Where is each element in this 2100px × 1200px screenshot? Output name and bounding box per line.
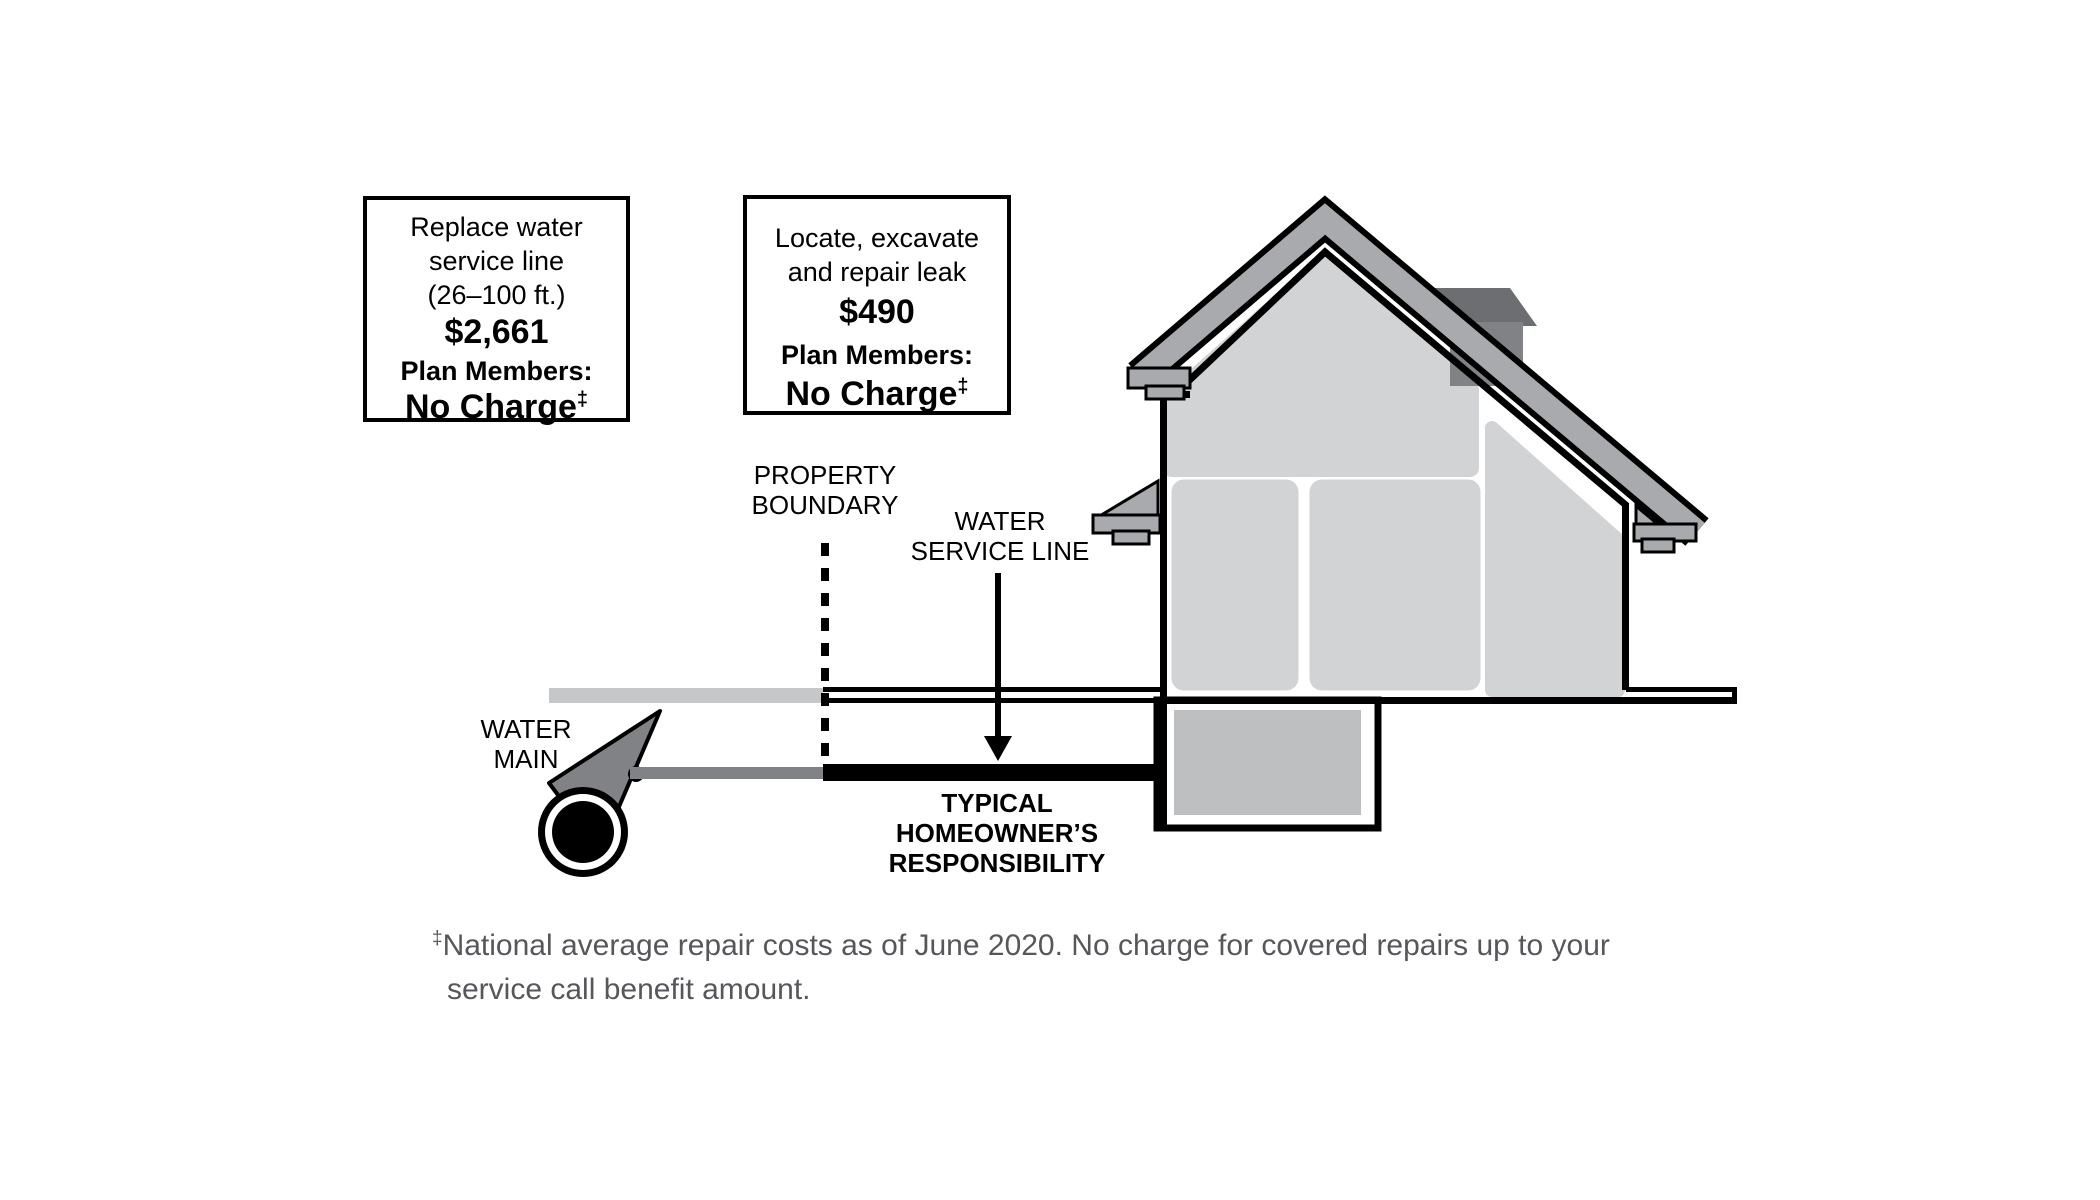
callout-text-line: and repair leak	[787, 257, 967, 287]
water-service-line-label: WATER SERVICE LINE	[880, 506, 1120, 566]
footnote-line: ‡National average repair costs as of Jun…	[432, 924, 1792, 968]
callout-charge-label: No Charge‡	[747, 375, 1007, 413]
left-eave-foot	[1111, 529, 1151, 546]
right-eave-foot	[1640, 537, 1676, 554]
homeowner-responsibility-label: TYPICAL HOMEOWNER’S RESPONSIBILITY	[876, 788, 1118, 878]
footnote-line: service call benefit amount.	[447, 973, 811, 1006]
footnote-marker: ‡	[576, 388, 589, 411]
roof-band	[1132, 203, 1705, 542]
footnote-text: National average repair costs as of June…	[442, 929, 1610, 962]
label-line: MAIN	[493, 744, 559, 774]
ground-line-top-right	[1626, 687, 1737, 692]
room-middle	[1309, 479, 1481, 691]
charge-text: No Charge	[785, 375, 958, 413]
ceiling-inner-line	[1176, 247, 1630, 509]
callout-price: $490	[839, 293, 915, 331]
left-wall	[1160, 395, 1167, 831]
label-line: WATER	[480, 714, 572, 744]
callout-locate-repair-leak: Locate, excavate and repair leak $490 Pl…	[743, 195, 1011, 415]
callout-text-line: service line	[428, 246, 565, 276]
callout-members-label: Plan Members:	[400, 356, 593, 386]
water-main-pipe-bore	[552, 801, 614, 863]
callout-replace-service-line: Replace water service line (26–100 ft.) …	[363, 196, 630, 426]
footnote-marker: ‡	[957, 375, 969, 398]
footnote: ‡National average repair costs as of Jun…	[432, 924, 1792, 1012]
label-line: SERVICE LINE	[910, 536, 1090, 566]
ground-line-interior	[1160, 697, 1737, 704]
label-line: PROPERTY	[753, 460, 897, 490]
callout-text-line: Replace water	[410, 212, 583, 242]
label-line: WATER	[954, 506, 1046, 536]
label-line: RESPONSIBILITY	[888, 848, 1106, 878]
property-boundary-label: PROPERTY BOUNDARY	[704, 460, 946, 520]
label-line: TYPICAL	[941, 788, 1053, 818]
service-line-homeowner-segment	[823, 764, 1164, 781]
gable-eave-bracket-foot	[1144, 384, 1186, 401]
ground-line-bottom-left	[823, 698, 1163, 703]
label-line: HOMEOWNER’S	[895, 818, 1099, 848]
footnote-marker: ‡	[432, 928, 443, 949]
room-left	[1171, 479, 1299, 691]
room-right	[1485, 421, 1625, 697]
basement-fill	[1174, 710, 1361, 815]
charge-text: No Charge	[404, 388, 577, 426]
service-line-arrow-shaft	[995, 573, 1001, 736]
label-line: BOUNDARY	[751, 490, 899, 520]
callout-text-line: Locate, excavate	[774, 223, 980, 253]
ground-line-right-cap	[1732, 687, 1737, 704]
service-line-arrow-head	[984, 736, 1012, 761]
right-wall	[1622, 503, 1629, 690]
callout-charge-label: No Charge‡	[367, 388, 626, 426]
water-main-label: WATER MAIN	[446, 714, 606, 774]
service-line-utility-segment	[630, 767, 823, 779]
street-ground-bar	[549, 688, 823, 703]
callout-text-line: (26–100 ft.)	[427, 280, 566, 310]
ground-line-top-left	[823, 687, 1163, 692]
callout-price: $2,661	[444, 313, 549, 351]
callout-members-label: Plan Members:	[780, 340, 974, 370]
